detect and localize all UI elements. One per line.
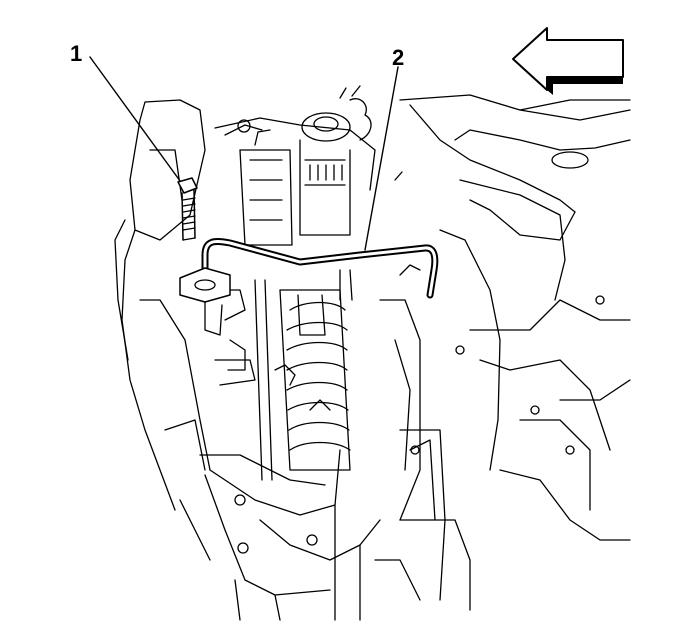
pipe-bracket bbox=[179, 267, 231, 336]
engine-compartment bbox=[114, 85, 631, 621]
left-arrow-icon bbox=[512, 27, 624, 95]
callout-1: 1 bbox=[70, 41, 83, 66]
callout-2: 2 bbox=[392, 45, 405, 70]
bolt bbox=[177, 177, 198, 241]
leader-line-2 bbox=[364, 66, 399, 251]
leader-line-1 bbox=[89, 56, 184, 186]
highlighted-pipe bbox=[201, 238, 439, 299]
